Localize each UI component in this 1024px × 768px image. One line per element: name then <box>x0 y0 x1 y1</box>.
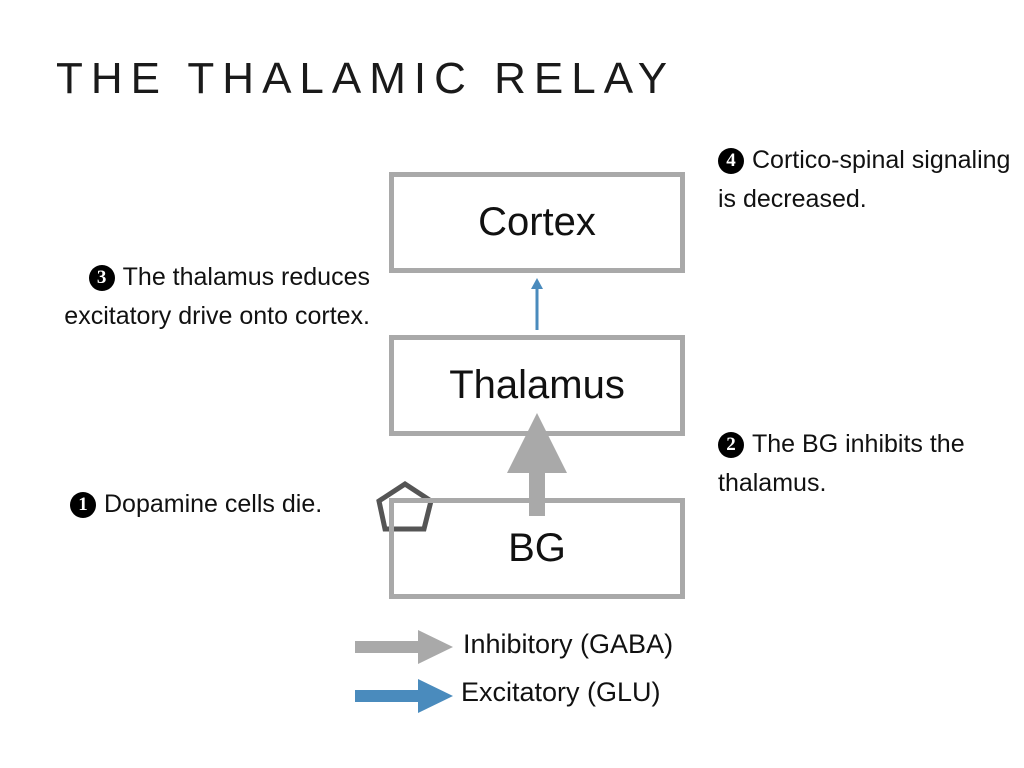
legend-inhibitory-label: Inhibitory (GABA) <box>463 629 674 659</box>
step-2-marker: 2 <box>718 432 744 458</box>
step-3-marker: 3 <box>88 265 115 291</box>
legend-excitatory-line <box>355 690 423 702</box>
inhibitory-arrow-bg-to-thalamus <box>529 468 545 516</box>
legend-excitatory-arrowhead <box>418 679 453 713</box>
step-1-marker: 1 <box>70 492 96 518</box>
page-title: THE THALAMIC RELAY <box>56 54 676 103</box>
note-dopamine-cells: 1 Dopamine cells die. <box>70 485 322 524</box>
inhibitory-arrowhead-bg-to-thalamus <box>507 413 567 473</box>
note-1-text: Dopamine cells die. <box>104 490 323 518</box>
bg-label: BG <box>508 526 566 570</box>
note-3-text: The thalamus reduces excitatory drive on… <box>64 263 370 330</box>
legend-inhibitory-line <box>355 641 423 653</box>
thalamus-box: Thalamus <box>389 335 685 436</box>
thalamus-label: Thalamus <box>449 363 625 407</box>
note-2-text: The BG inhibits the thalamus. <box>718 430 965 497</box>
legend-inhibitory-arrowhead <box>418 630 453 664</box>
note-4-text: Cortico-spinal signaling is decreased. <box>718 146 1011 213</box>
step-4-marker: 4 <box>718 148 744 174</box>
legend-excitatory-label: Excitatory (GLU) <box>461 677 661 707</box>
bg-box: BG <box>389 498 685 599</box>
cortex-box: Cortex <box>389 172 685 273</box>
excitatory-arrowhead-thalamus-to-cortex <box>531 278 543 289</box>
cortex-label: Cortex <box>478 200 596 244</box>
